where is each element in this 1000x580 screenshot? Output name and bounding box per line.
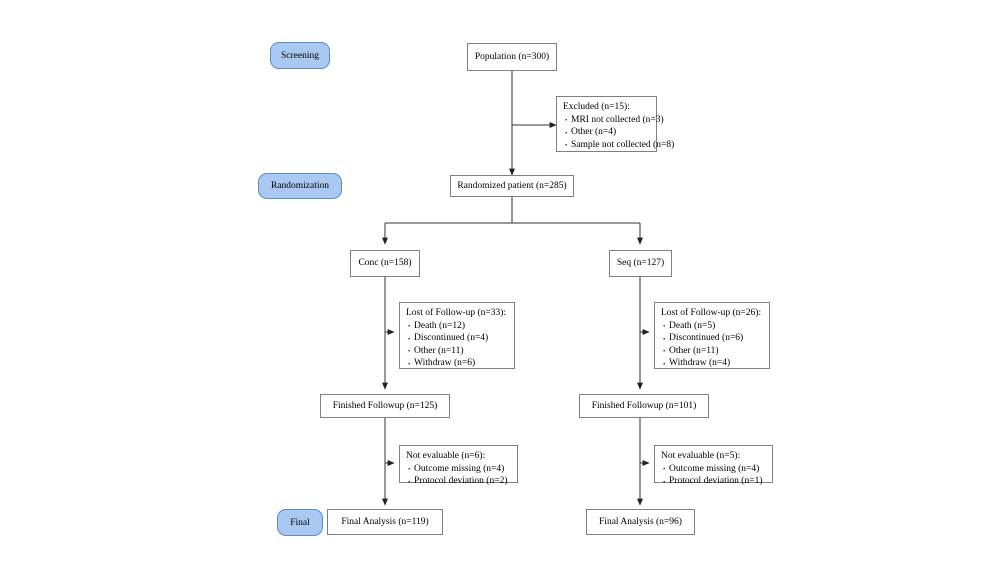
node-not-evaluable-conc: Not evaluable (n=6): Outcome missing (n=… bbox=[399, 445, 518, 488]
stage-label-text: Screening bbox=[281, 50, 319, 61]
list-item: Other (n=11) bbox=[406, 344, 508, 357]
list-item: Other (n=4) bbox=[563, 126, 650, 139]
stage-label-text: Final bbox=[290, 517, 310, 528]
node-label: Final Analysis (n=119) bbox=[341, 516, 429, 527]
list-item: Other (n=11) bbox=[661, 344, 763, 357]
node-label: Randomized patient (n=285) bbox=[457, 180, 567, 191]
node-label: Conc (n=158) bbox=[358, 258, 412, 269]
node-item-list: Death (n=5) Discontinued (n=6) Other (n=… bbox=[661, 319, 763, 370]
node-finished-followup-seq: Finished Followup (n=101) bbox=[579, 394, 709, 418]
node-arm-seq: Seq (n=127) bbox=[609, 250, 672, 277]
node-label: Seq (n=127) bbox=[616, 258, 665, 269]
list-item: Protocol deviation (n=1) bbox=[661, 475, 766, 488]
node-title: Lost of Follow-up (n=26): bbox=[661, 308, 762, 318]
node-label: Population (n=300) bbox=[474, 51, 550, 62]
node-lost-followup-seq: Lost of Follow-up (n=26): Death (n=5) Di… bbox=[654, 302, 770, 370]
list-item: Sample not collected (n=8) bbox=[563, 138, 674, 151]
node-item-list: Outcome missing (n=4) Protocol deviation… bbox=[661, 462, 766, 488]
node-final-analysis-conc: Final Analysis (n=119) bbox=[327, 509, 443, 535]
stage-label-text: Randomization bbox=[270, 181, 330, 191]
node-title: Lost of Follow-up (n=33): bbox=[406, 308, 507, 318]
node-title: Not evaluable (n=5): bbox=[661, 451, 741, 461]
node-population: Population (n=300) bbox=[467, 43, 557, 71]
node-title: Excluded (n=15): bbox=[563, 102, 630, 112]
node-item-list: Death (n=12) Discontinued (n=4) Other (n… bbox=[406, 319, 508, 370]
list-item: Discontinued (n=4) bbox=[406, 332, 508, 345]
list-item: MRI not collected (n=3) bbox=[563, 113, 664, 126]
list-item: Outcome missing (n=4) bbox=[406, 462, 511, 475]
stage-label-screening: Screening bbox=[270, 42, 330, 69]
node-item-list: Outcome missing (n=4) Protocol deviation… bbox=[406, 462, 511, 488]
node-label: Finished Followup (n=125) bbox=[332, 400, 438, 411]
list-item: Outcome missing (n=4) bbox=[661, 462, 766, 475]
node-finished-followup-conc: Finished Followup (n=125) bbox=[320, 394, 450, 418]
list-item: Protocol deviation (n=2) bbox=[406, 475, 511, 488]
list-item: Death (n=12) bbox=[406, 319, 508, 332]
node-lost-followup-conc: Lost of Follow-up (n=33): Death (n=12) D… bbox=[399, 302, 515, 370]
node-randomized-patient: Randomized patient (n=285) bbox=[450, 175, 574, 197]
node-label: Final Analysis (n=96) bbox=[599, 516, 682, 527]
node-arm-conc: Conc (n=158) bbox=[350, 250, 420, 277]
node-excluded: Excluded (n=15): MRI not collected (n=3)… bbox=[556, 96, 674, 152]
stage-label-randomization: Randomization bbox=[258, 173, 342, 199]
list-item: Discontinued (n=6) bbox=[661, 332, 763, 345]
node-final-analysis-seq: Final Analysis (n=96) bbox=[586, 509, 695, 535]
stage-label-final: Final bbox=[277, 509, 323, 536]
list-item: Withdraw (n=4) bbox=[661, 357, 763, 370]
node-item-list: MRI not collected (n=3) Other (n=4) Samp… bbox=[563, 113, 674, 151]
list-item: Withdraw (n=6) bbox=[406, 357, 508, 370]
node-label: Finished Followup (n=101) bbox=[591, 400, 697, 411]
list-item: Death (n=5) bbox=[661, 319, 763, 332]
node-title: Not evaluable (n=6): bbox=[406, 451, 486, 461]
node-not-evaluable-seq: Not evaluable (n=5): Outcome missing (n=… bbox=[654, 445, 773, 488]
